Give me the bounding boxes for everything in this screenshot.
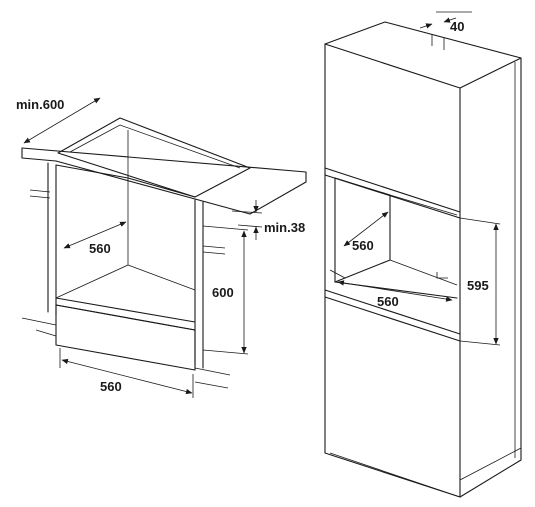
tall-front: [324, 21, 522, 498]
tall-cabinet: 40 560 560 595: [324, 11, 522, 498]
dim-40: 40: [419, 11, 472, 50]
dim-600-height: 600: [202, 225, 249, 355]
dim-min600: min.600: [16, 97, 101, 144]
tall-niche: [329, 177, 458, 299]
label-560-width: 560: [100, 379, 122, 394]
label-560-tall-depth: 560: [352, 238, 374, 253]
label-595-height: 595: [467, 278, 489, 293]
dim-595-height: 595: [459, 217, 501, 346]
label-min38: min.38: [264, 220, 305, 235]
label-40: 40: [450, 19, 464, 34]
dim-560-depth: 560: [63, 221, 127, 256]
drawer-front: [21, 304, 231, 389]
label-560-tall-width: 560: [377, 294, 399, 309]
dim-min38: min.38: [231, 200, 305, 240]
dim-560-width: 560: [59, 348, 194, 398]
dim-560-tall-width: 560: [337, 280, 453, 309]
label-560-depth: 560: [89, 241, 111, 256]
under-counter-cabinet: min.600 min.38 560 600 560: [16, 97, 307, 398]
dim-560-tall-depth: 560: [343, 211, 389, 253]
worktop: [21, 147, 307, 215]
label-600-height: 600: [212, 285, 234, 300]
label-min600: min.600: [16, 97, 64, 112]
